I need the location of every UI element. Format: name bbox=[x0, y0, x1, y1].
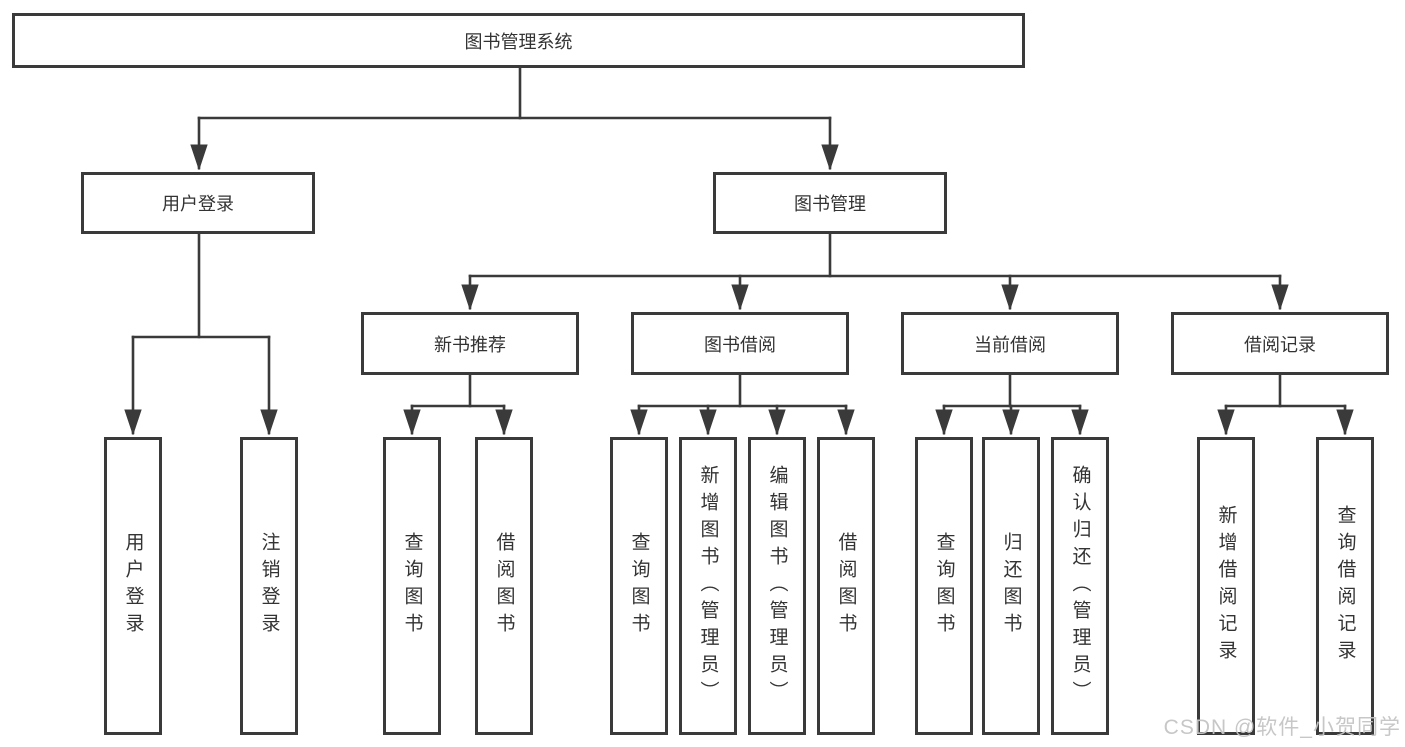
leaf-label: 确认归还（管理员） bbox=[1069, 464, 1091, 708]
connector-user-login-children bbox=[133, 232, 269, 433]
leaf-label: 查询图书 bbox=[628, 532, 650, 640]
leaf-edit-books-admin: 编辑图书（管理员） bbox=[748, 437, 806, 735]
leaf-logout: 注销登录 bbox=[240, 437, 298, 735]
leaf-label: 借阅图书 bbox=[835, 532, 857, 640]
leaf-recommend-borrow-books: 借阅图书 bbox=[475, 437, 533, 735]
node-library-management-system: 图书管理系统 bbox=[12, 13, 1025, 68]
connector-borrow-records-children bbox=[1226, 373, 1345, 433]
leaf-borrow-query-books: 查询图书 bbox=[610, 437, 668, 735]
leaf-add-books-admin: 新增图书（管理员） bbox=[679, 437, 737, 735]
leaf-current-query-books: 查询图书 bbox=[915, 437, 973, 735]
node-label: 借阅记录 bbox=[1244, 334, 1316, 355]
connector-new-book-recommend-children bbox=[412, 373, 504, 433]
node-borrow-records: 借阅记录 bbox=[1171, 312, 1389, 375]
node-book-management: 图书管理 bbox=[713, 172, 947, 234]
leaf-recommend-query-books: 查询图书 bbox=[383, 437, 441, 735]
node-current-borrow: 当前借阅 bbox=[901, 312, 1119, 375]
leaf-confirm-return-admin: 确认归还（管理员） bbox=[1051, 437, 1109, 735]
connector-book-management-children bbox=[470, 232, 1280, 308]
node-label: 图书管理系统 bbox=[464, 31, 573, 52]
leaf-return-books: 归还图书 bbox=[982, 437, 1040, 735]
node-label: 图书借阅 bbox=[704, 334, 776, 355]
leaf-borrow-books: 借阅图书 bbox=[817, 437, 875, 735]
leaf-label: 新增图书（管理员） bbox=[697, 464, 719, 708]
node-label: 图书管理 bbox=[794, 194, 866, 214]
leaf-label: 借阅图书 bbox=[493, 532, 515, 640]
connector-root-to-level2 bbox=[199, 66, 830, 168]
connector-book-borrow-children bbox=[639, 373, 846, 433]
leaf-label: 注销登录 bbox=[258, 532, 280, 640]
node-label: 新书推荐 bbox=[434, 334, 506, 355]
leaf-label: 用户登录 bbox=[122, 532, 144, 640]
leaf-label: 查询借阅记录 bbox=[1334, 505, 1356, 667]
leaf-query-borrow-record: 查询借阅记录 bbox=[1316, 437, 1374, 735]
node-label: 用户登录 bbox=[162, 194, 234, 214]
connector-current-borrow-children bbox=[944, 373, 1080, 433]
csdn-watermark: CSDN @软件_小贺同学 bbox=[1163, 716, 1401, 739]
leaf-label: 归还图书 bbox=[1000, 532, 1022, 640]
node-book-borrow: 图书借阅 bbox=[631, 312, 849, 375]
leaf-label: 查询图书 bbox=[401, 532, 423, 640]
node-new-book-recommend: 新书推荐 bbox=[361, 312, 579, 375]
node-user-login: 用户登录 bbox=[81, 172, 315, 234]
leaf-label: 查询图书 bbox=[933, 532, 955, 640]
leaf-add-borrow-record: 新增借阅记录 bbox=[1197, 437, 1255, 735]
node-label: 当前借阅 bbox=[974, 334, 1046, 355]
leaf-user-login: 用户登录 bbox=[104, 437, 162, 735]
leaf-label: 编辑图书（管理员） bbox=[766, 464, 788, 708]
leaf-label: 新增借阅记录 bbox=[1215, 505, 1237, 667]
